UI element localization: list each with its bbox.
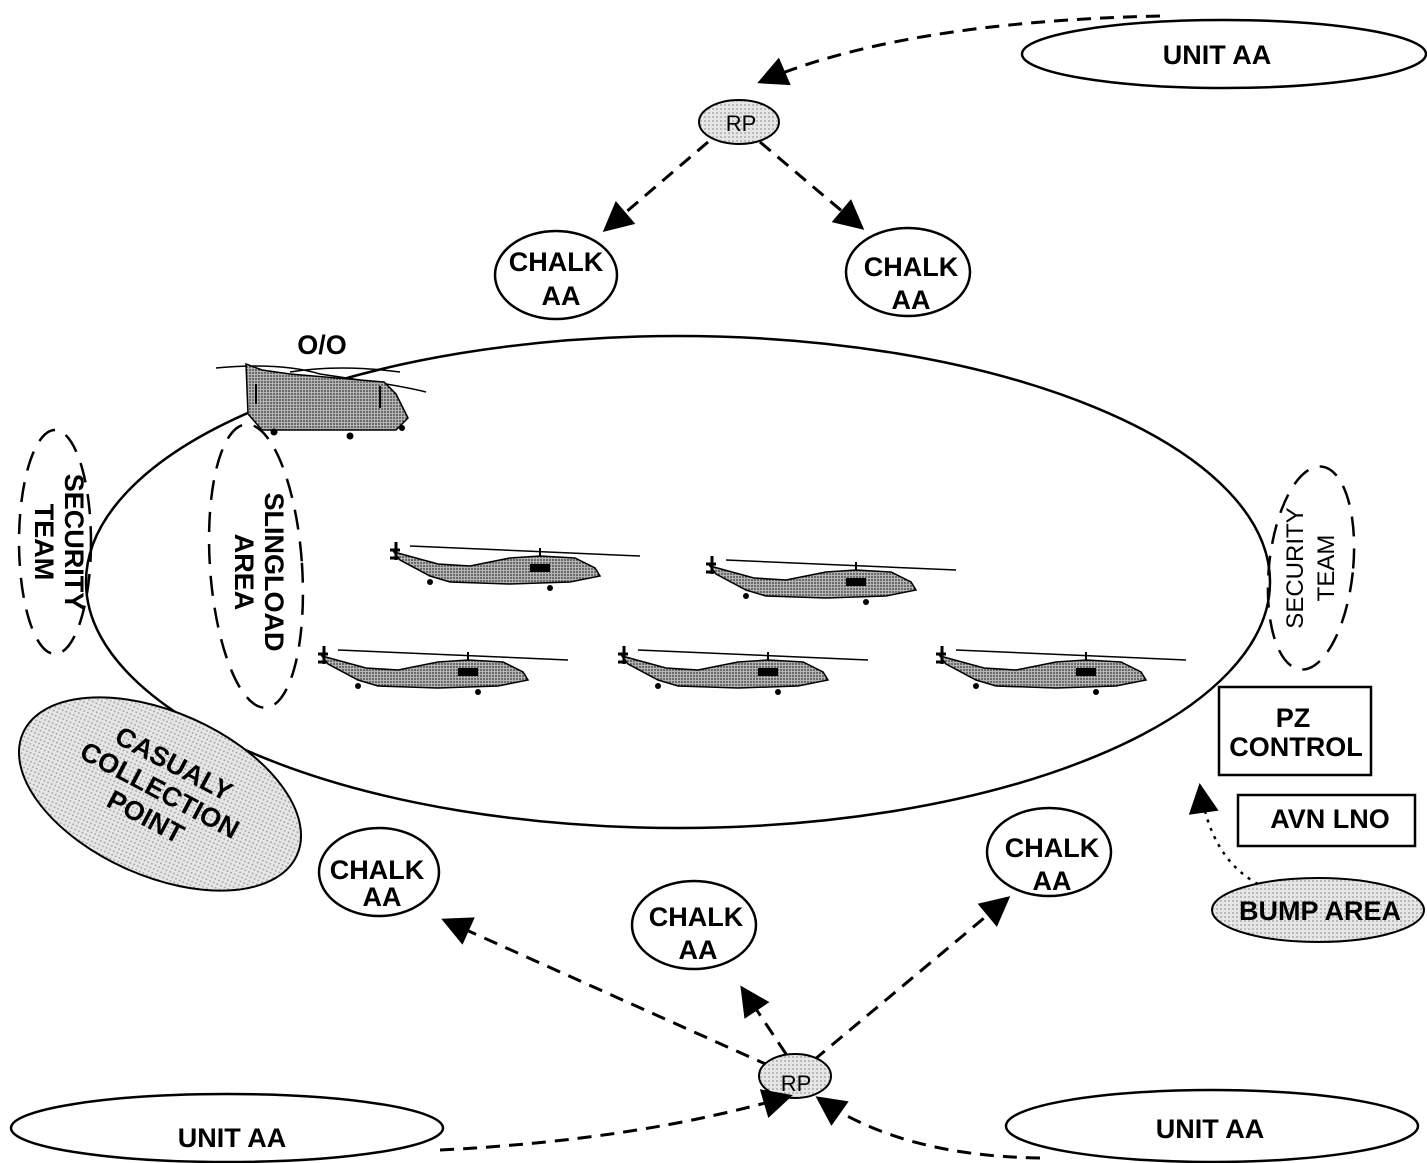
chalk-top-left-line1: CHALK (509, 247, 604, 277)
bump-area: BUMP AREA (1211, 877, 1425, 943)
security-team-right: SECURITY TEAM (1266, 465, 1356, 671)
arrow-bump-to-pz-control (1188, 783, 1259, 886)
security-left-line2: TEAM (29, 504, 59, 581)
rp-bottom-label: RP (781, 1071, 812, 1096)
arrow-unit-left-to-rp-bottom (439, 1089, 793, 1152)
rp-top-label: RP (726, 111, 757, 136)
chalk-bottom-left-line2: AA (363, 882, 402, 912)
blackhawk-helicopter-2 (704, 554, 958, 607)
chalk-top-right: CHALK AA (844, 226, 972, 318)
blackhawk-helicopter-4 (616, 644, 870, 697)
security-right-line1: SECURITY (1282, 507, 1309, 628)
avn-lno-label: AVN LNO (1270, 804, 1390, 834)
blackhawk-helicopter-3 (316, 644, 570, 697)
slingload-area: SLINGLOAD AREA (207, 423, 305, 709)
chalk-bottom-mid-line2: AA (679, 935, 718, 965)
unit-aa-top: UNIT AA (1020, 18, 1427, 90)
slingload-line1: SLINGLOAD (259, 493, 289, 652)
blackhawk-helicopter-5 (934, 644, 1188, 697)
arrow-rp-to-chalk-top-right (759, 140, 865, 230)
pickup-zone-ellipse (84, 334, 1272, 830)
pz-control-box: PZ CONTROL (1217, 685, 1373, 777)
unit-aa-top-label: UNIT AA (1163, 40, 1272, 70)
arrow-rp-to-chalk-top-left (602, 140, 709, 232)
rp-top: RP (698, 99, 780, 145)
arrow-unit-to-rp-top (757, 14, 1161, 86)
unit-aa-bottom-left: UNIT AA (9, 1092, 445, 1163)
unit-aa-bottom-right-label: UNIT AA (1156, 1114, 1265, 1144)
chalk-top-right-line2: AA (892, 285, 931, 315)
avn-lno-box: AVN LNO (1236, 793, 1417, 848)
bump-area-label: BUMP AREA (1239, 896, 1401, 926)
unit-aa-bottom-right: UNIT AA (1004, 1088, 1420, 1163)
pz-control-line2: CONTROL (1229, 732, 1362, 762)
security-left-line1: SECURITY (59, 474, 89, 611)
slingload-line2: AREA (229, 534, 259, 611)
chalk-bottom-right: CHALK AA (985, 806, 1113, 898)
arrow-unit-right-to-rp-bottom (815, 1096, 1041, 1160)
arrow-rp-to-chalk-bottom-mid (740, 985, 788, 1055)
security-team-left: SECURITY TEAM (17, 428, 93, 656)
oo-label: O/O (297, 330, 347, 360)
pz-control-line1: PZ (1276, 703, 1311, 733)
arrow-rp-to-chalk-bottom-left (441, 917, 771, 1068)
casualty-collection-point: CASUALY COLLECTION POINT (17, 696, 303, 892)
chalk-top-right-line1: CHALK (864, 252, 959, 282)
arrow-rp-to-chalk-bottom-right (813, 896, 1011, 1062)
chalk-bottom-left-line1: CHALK (330, 855, 425, 885)
chalk-top-left-line2: AA (542, 281, 581, 311)
chalk-bottom-left: CHALK AA (317, 826, 441, 918)
blackhawk-helicopter-1 (388, 540, 642, 593)
unit-aa-bottom-left-label: UNIT AA (178, 1123, 287, 1153)
chalk-bottom-mid: CHALK AA (630, 879, 758, 971)
chalk-bottom-mid-line1: CHALK (649, 902, 744, 932)
chalk-bottom-right-line2: AA (1033, 866, 1072, 896)
chalk-bottom-right-line1: CHALK (1005, 833, 1100, 863)
chinook-helicopter (215, 362, 427, 440)
rp-bottom: RP (758, 1053, 832, 1099)
chalk-top-left: CHALK AA (493, 229, 619, 321)
security-right-line2: TEAM (1313, 535, 1340, 602)
